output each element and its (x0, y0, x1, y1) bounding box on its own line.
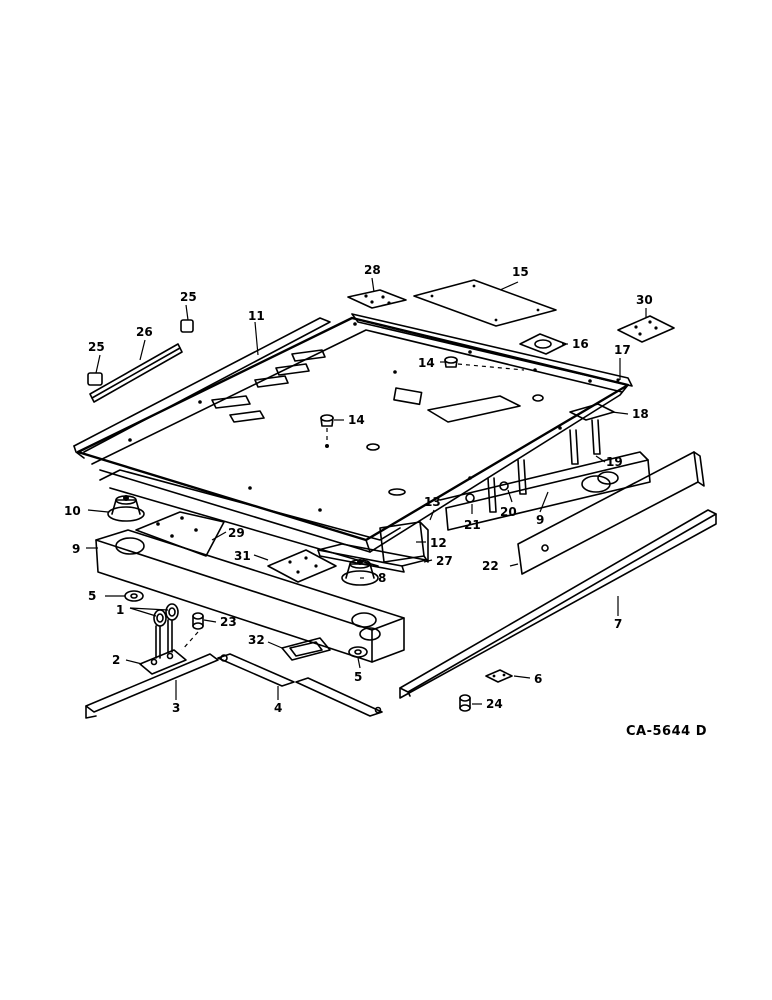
washer-5-right (348, 646, 368, 658)
callout-31: 31 (234, 549, 251, 563)
bracket-2 (139, 649, 187, 675)
callout-28: 28 (364, 263, 381, 277)
bracket-12 (379, 521, 429, 563)
callout-10: 10 (64, 504, 81, 518)
callout-30: 30 (636, 293, 653, 307)
callout-2: 2 (112, 653, 120, 667)
grommet-14-lower (320, 414, 334, 448)
rail-3 (85, 653, 219, 719)
callout-27: 27 (436, 554, 453, 568)
callout-8: 8 (378, 571, 386, 585)
callout-14-lower: 14 (348, 413, 365, 427)
bracket-20 (499, 459, 527, 495)
callout-14-upper: 14 (418, 356, 435, 370)
callout-16: 16 (572, 337, 589, 351)
grommet-14-upper (444, 356, 525, 371)
rods-4 (217, 653, 383, 717)
leader-lines (86, 277, 647, 705)
callout-21: 21 (464, 518, 481, 532)
callout-19: 19 (606, 455, 623, 469)
isolator-mount-8 (341, 559, 379, 586)
callout-24: 24 (486, 697, 503, 711)
isolator-mount-10 (107, 495, 145, 522)
callout-12: 12 (430, 536, 447, 550)
callout-5-right: 5 (354, 670, 362, 684)
callout-18: 18 (632, 407, 649, 421)
callout-23: 23 (220, 615, 237, 629)
spacer-23 (181, 612, 204, 651)
crossmember-rear (439, 451, 651, 531)
callout-1: 1 (116, 603, 124, 617)
washer-5-left (124, 590, 144, 602)
seal-strip (89, 343, 183, 403)
callout-3: 3 (172, 701, 180, 715)
plate-28 (347, 289, 407, 309)
clip-6 (485, 669, 513, 683)
callout-15: 15 (512, 265, 529, 279)
retainer-32 (281, 637, 331, 661)
callout-11: 11 (248, 309, 265, 323)
callout-13: 13 (424, 495, 441, 509)
callout-5-left: 5 (88, 589, 96, 603)
callout-4: 4 (274, 701, 282, 715)
eyebolts-1 (153, 603, 179, 659)
callout-7: 7 (614, 617, 622, 631)
drawing-number: CA-5644 D (626, 724, 707, 739)
brackets-19 (569, 419, 601, 465)
left-angle-strip (73, 317, 331, 459)
callout-9-left: 9 (72, 542, 80, 556)
right-angle-strip (351, 313, 633, 387)
bushing-24 (459, 694, 471, 712)
side-rail-7 (399, 509, 717, 699)
plate-29 (135, 511, 225, 557)
crossmember-front (95, 529, 405, 663)
plate-31 (267, 549, 337, 583)
callout-25-left: 25 (88, 340, 105, 354)
seal-pad-right (180, 319, 194, 333)
callout-25-right: 25 (180, 290, 197, 304)
callout-32: 32 (248, 633, 265, 647)
plate-30 (617, 315, 675, 343)
callout-26: 26 (136, 325, 153, 339)
callout-22: 22 (482, 559, 499, 573)
cover-plate-15 (413, 279, 557, 327)
callout-labels: 1 2 3 4 5 5 6 7 8 9 9 10 11 12 13 14 14 … (64, 263, 653, 715)
callout-9-right: 9 (536, 513, 544, 527)
seal-pad-left (87, 372, 103, 386)
callout-29: 29 (228, 526, 245, 540)
callout-17: 17 (614, 343, 631, 357)
bracket-22 (517, 451, 705, 575)
callout-6: 6 (534, 672, 542, 686)
callout-20: 20 (500, 505, 517, 519)
boot-16 (519, 333, 567, 355)
